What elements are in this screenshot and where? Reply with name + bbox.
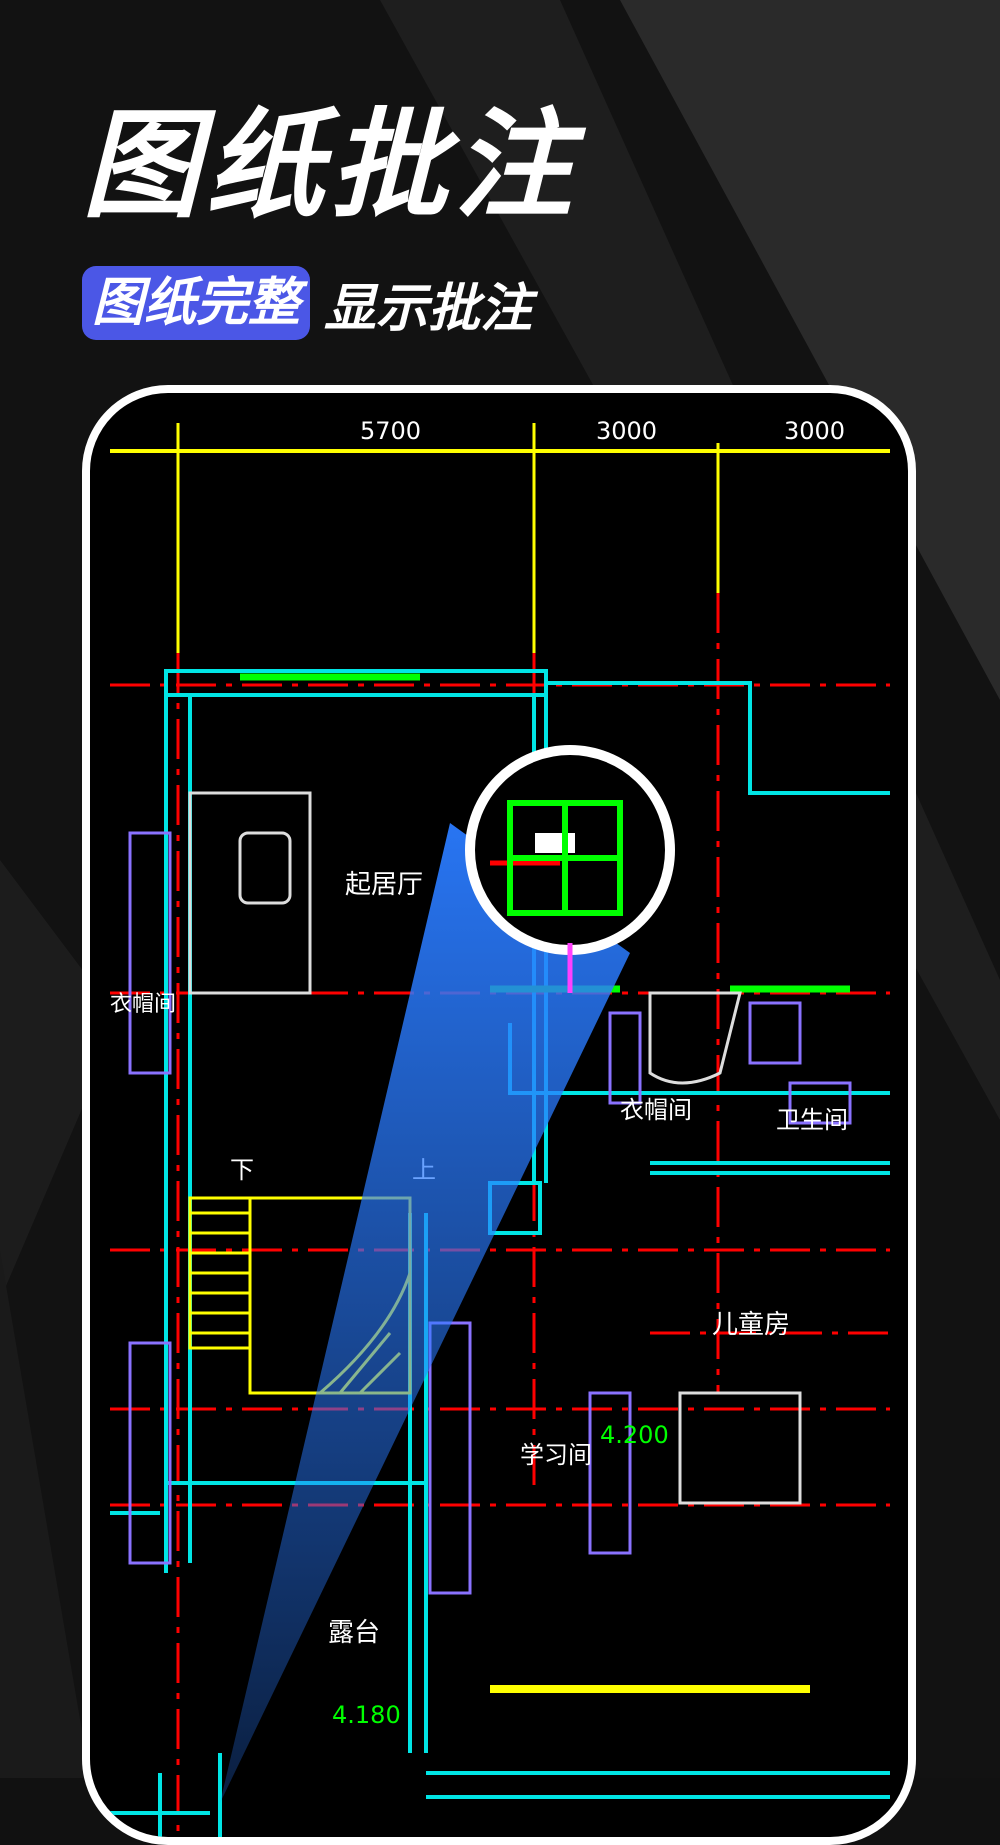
elevation-label: 4.200 — [600, 1421, 669, 1449]
furniture-outline — [188, 791, 802, 1505]
headline: 图纸批注 — [82, 96, 579, 234]
stair-label-down: 下 — [230, 1156, 254, 1184]
magnifier-beam — [220, 823, 630, 1803]
room-label-living: 起居厅 — [345, 870, 423, 900]
room-label-study: 学习间 — [520, 1441, 592, 1469]
dimension-label: 3000 — [784, 417, 845, 445]
cad-drawing-canvas[interactable]: 5700 3000 3000 — [90, 393, 908, 1837]
room-label-bathroom: 卫生间 — [776, 1106, 848, 1134]
dimension-label: 5700 — [360, 417, 421, 445]
feature-subtext: 显示批注 — [324, 278, 533, 339]
magnified-detail — [490, 800, 623, 993]
room-label-kids: 儿童房 — [712, 1310, 790, 1340]
feature-tag: 图纸完整 — [82, 266, 311, 340]
phone-frame: 5700 3000 3000 — [82, 385, 916, 1845]
room-label-balcony: 露台 — [328, 1618, 380, 1648]
room-label-closet-mid: 衣帽间 — [620, 1096, 692, 1124]
room-label-closet: 衣帽间 — [110, 992, 176, 1017]
walls — [110, 669, 890, 1837]
subheading: 图纸完整 显示批注 — [82, 266, 532, 340]
dimension-label: 3000 — [596, 417, 657, 445]
elevation-label: 4.180 — [332, 1701, 401, 1729]
